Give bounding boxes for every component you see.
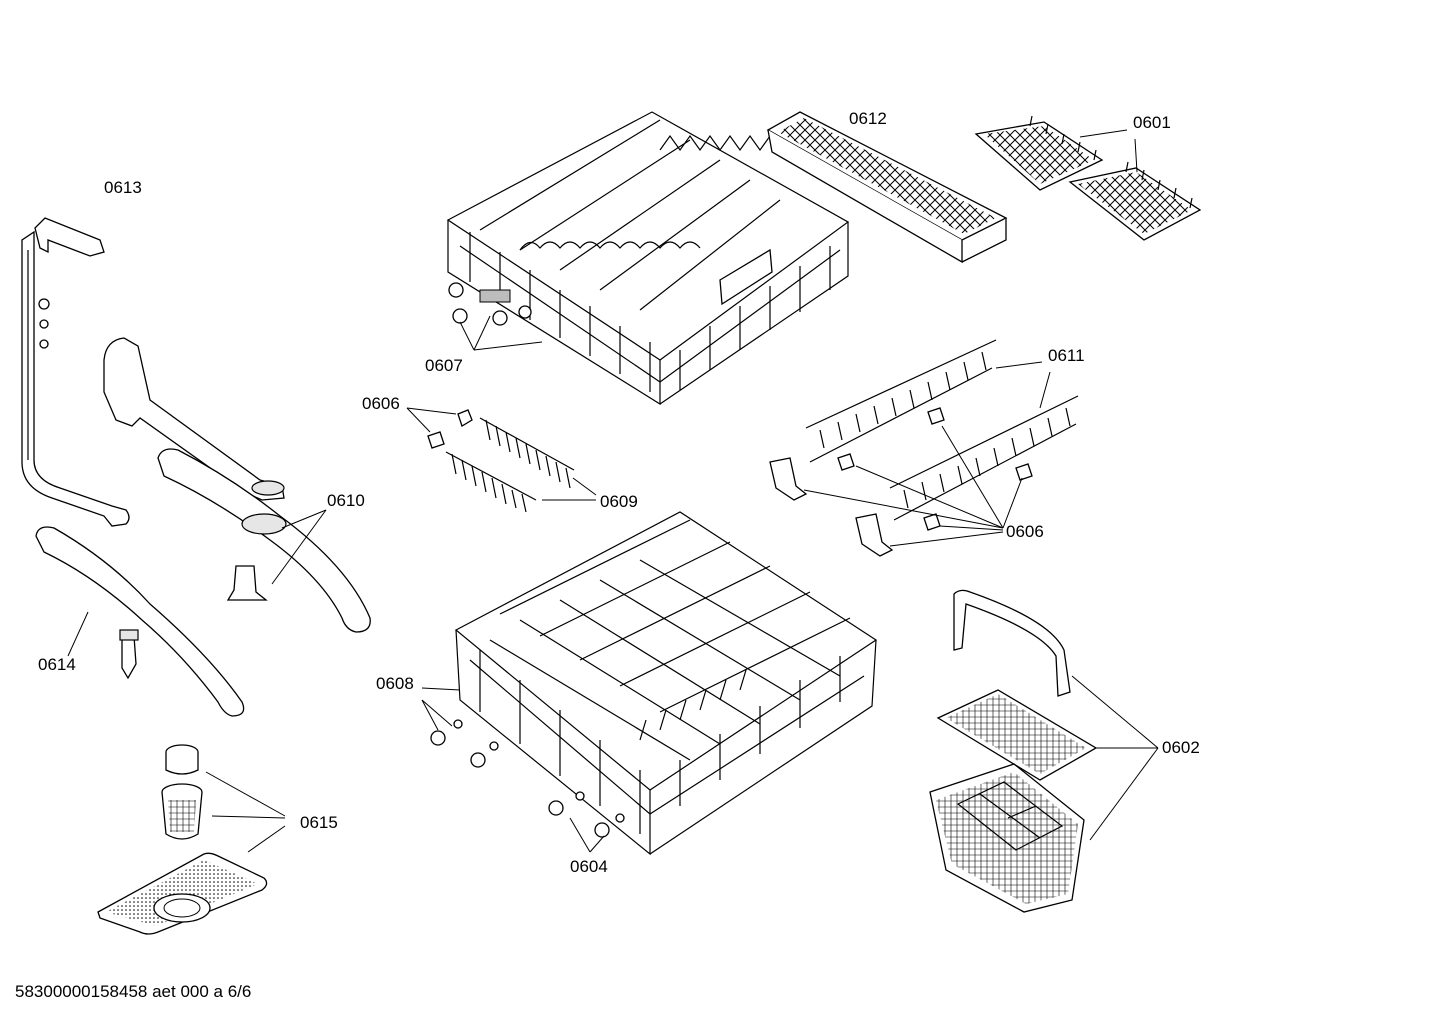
tine-row-part[interactable]	[805, 339, 1079, 521]
label-0614: 0614	[38, 655, 76, 674]
label-0615: 0615	[300, 813, 338, 832]
label-0613: 0613	[104, 178, 142, 197]
label-0608: 0608	[376, 674, 414, 693]
lower-spray-arm-part[interactable]	[35, 526, 245, 717]
clip-part[interactable]	[769, 407, 1033, 557]
label-0606-left: 0606	[362, 394, 400, 413]
cutlery-basket-part[interactable]	[929, 589, 1098, 913]
supply-pipe-part[interactable]	[21, 217, 130, 527]
label-0602: 0602	[1162, 738, 1200, 757]
upper-basket-part[interactable]	[446, 111, 850, 406]
filter-part[interactable]	[97, 744, 268, 935]
label-0609: 0609	[600, 492, 638, 511]
leader-lines	[67, 129, 1159, 853]
label-0610: 0610	[327, 491, 365, 510]
upper-spray-arm-part[interactable]	[103, 337, 371, 633]
lower-basket-part[interactable]	[430, 511, 878, 856]
cutlery-tray-part[interactable]	[766, 111, 1008, 264]
label-0601: 0601	[1133, 113, 1171, 132]
shelf-insert-part[interactable]	[974, 115, 1202, 241]
label-0606-right: 0606	[1006, 522, 1044, 541]
label-0607: 0607	[425, 356, 463, 375]
label-0604: 0604	[570, 857, 608, 876]
tine-row-part[interactable]	[427, 409, 575, 513]
label-0612: 0612	[849, 109, 887, 128]
label-0611: 0611	[1048, 346, 1085, 365]
drawing-number-footer: 58300000158458 aet 000 a 6/6	[15, 982, 251, 1001]
